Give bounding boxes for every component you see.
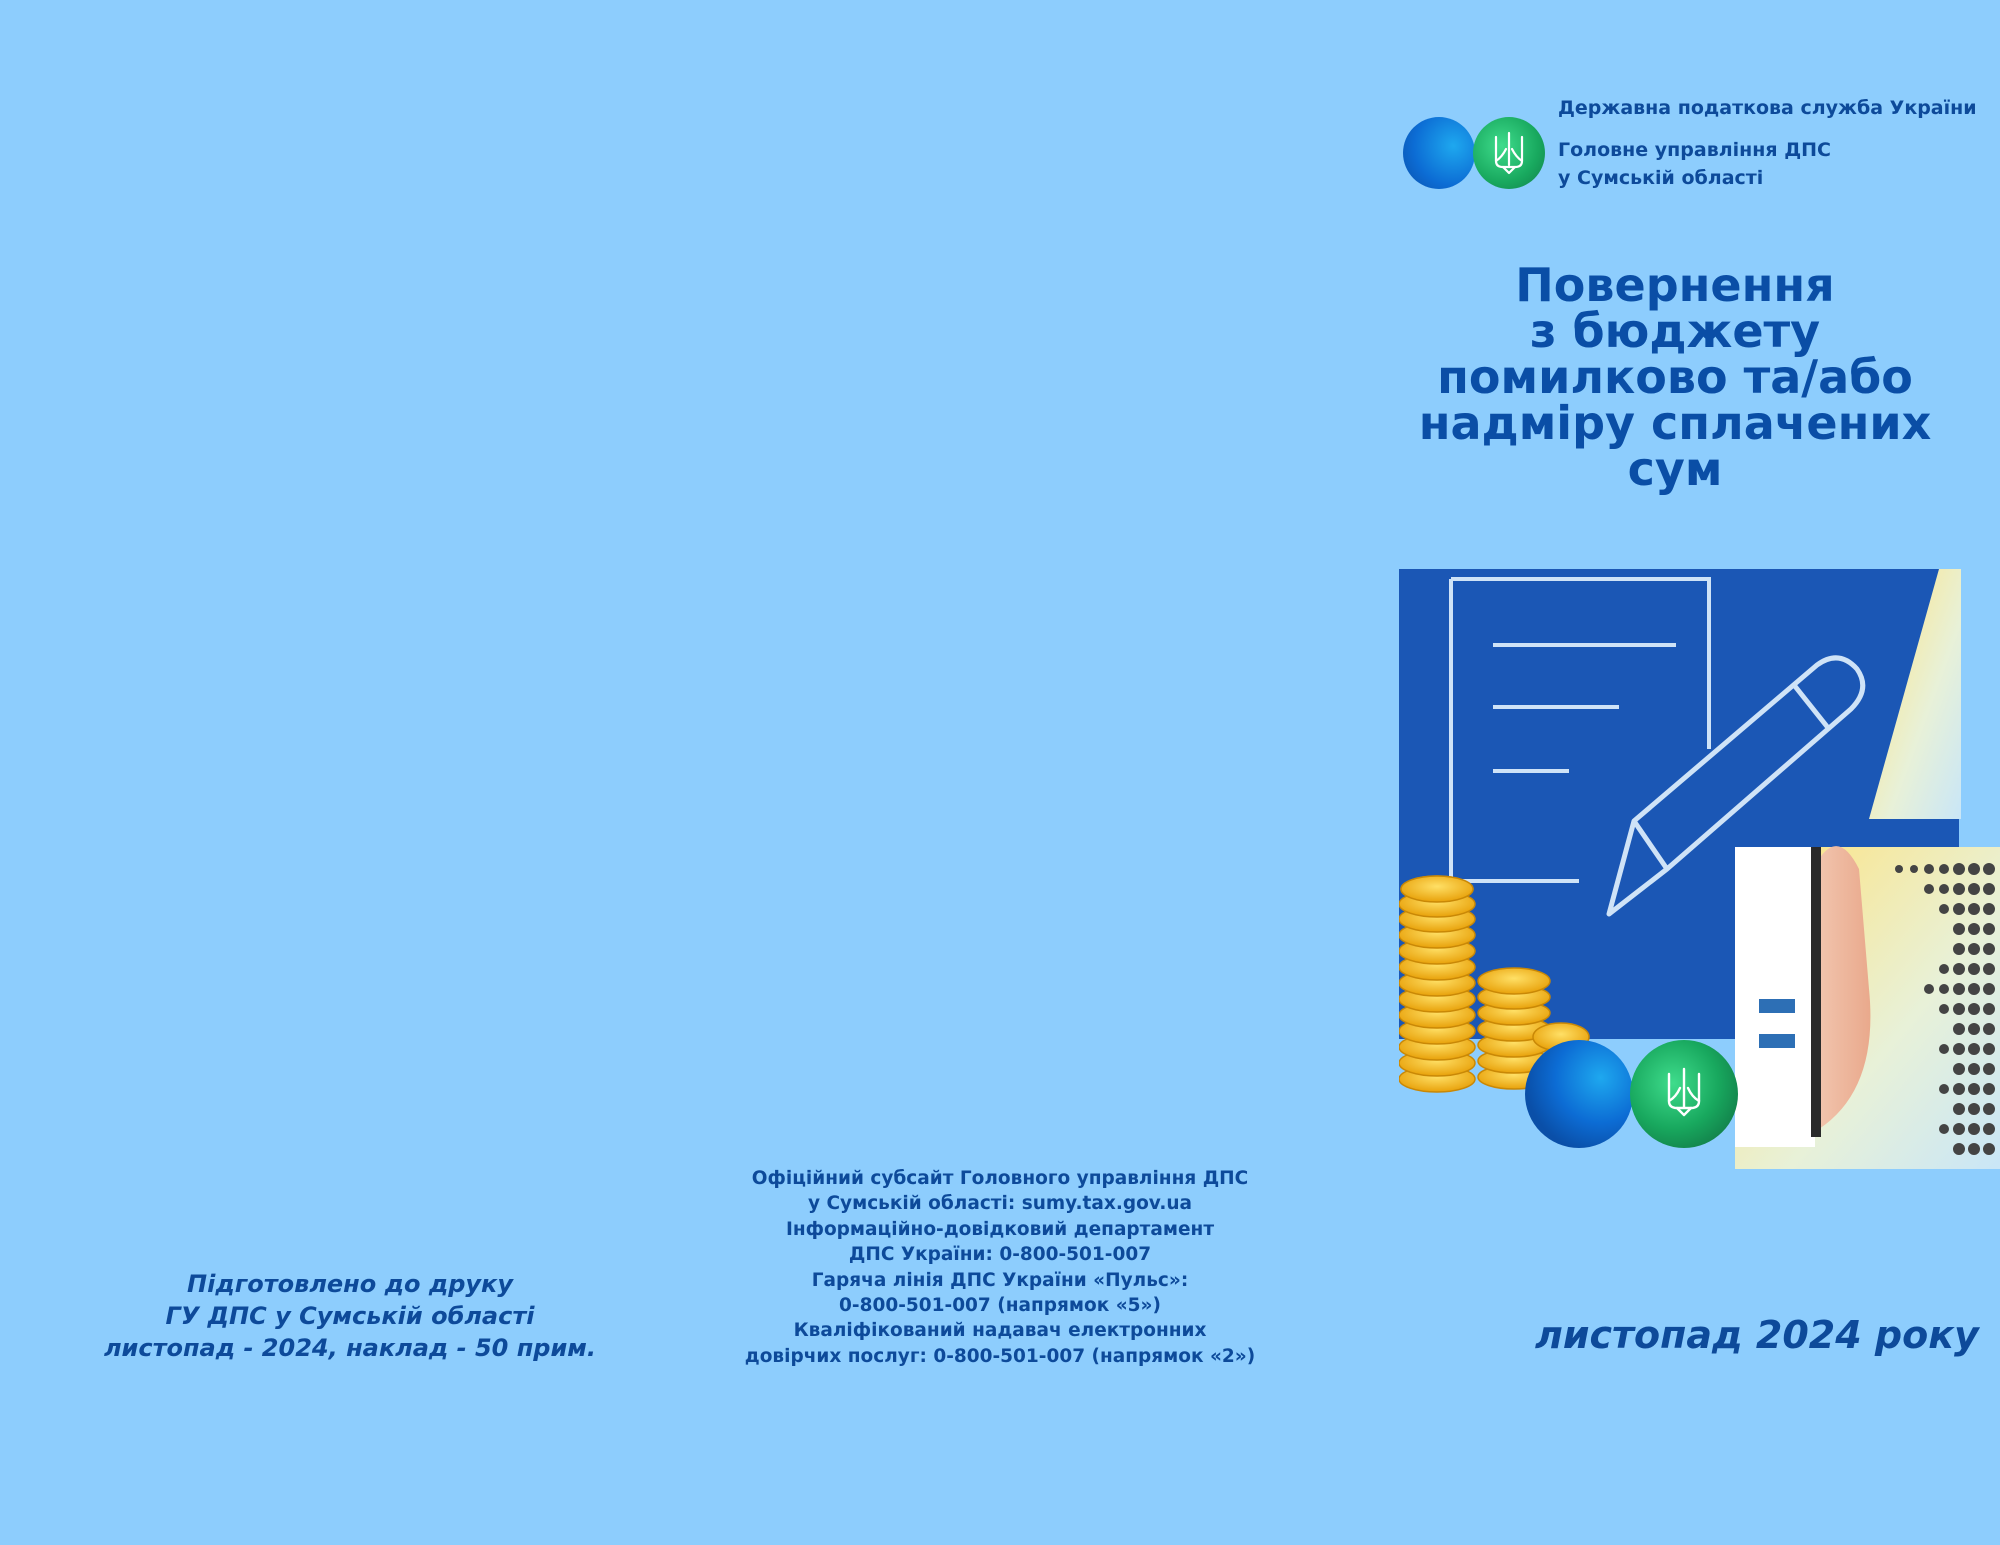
subagency-line: Головне управління ДПС xyxy=(1558,139,1832,161)
contact-line: 0-800-501-007 (напрямок «5») xyxy=(839,1295,1161,1317)
publication-date: листопад 2024 року xyxy=(1535,1313,1979,1357)
contact-line: у Сумській області: sumy.tax.gov.ua xyxy=(807,1193,1193,1215)
title-line: сум xyxy=(1627,442,1723,496)
coins-icon xyxy=(1398,875,1590,1093)
logo-blue-circle xyxy=(1525,1040,1633,1148)
contact-line: Інформаційно-довідковий департамент xyxy=(785,1218,1215,1240)
print-info-line: Підготовлено до друку xyxy=(187,1270,513,1298)
title-line: надміру сплачених xyxy=(1418,396,1932,450)
print-info: Підготовлено до друку ГУ ДПС у Сумській … xyxy=(95,1268,605,1364)
dps-logo xyxy=(1403,117,1545,189)
print-info-line: ГУ ДПС у Сумській області xyxy=(165,1302,535,1330)
title-line: помилково та/або xyxy=(1437,350,1913,404)
brochure-title: Повернення з бюджету помилково та/або на… xyxy=(1395,262,1955,492)
title-line: Повернення xyxy=(1515,258,1835,312)
phone-in-hand xyxy=(1735,846,2000,1169)
contact-line: Офіційний субсайт Головного управління Д… xyxy=(751,1168,1249,1189)
print-info-line: листопад - 2024, наклад - 50 прим. xyxy=(103,1334,597,1362)
logo-green-circle xyxy=(1473,117,1545,189)
contact-info: Офіційний субсайт Головного управління Д… xyxy=(715,1166,1285,1369)
contact-line: Гаряча лінія ДПС України «Пульс»: xyxy=(811,1269,1189,1291)
subagency-name: Головне управління ДПС у Сумській област… xyxy=(1558,136,1831,192)
pen-icon xyxy=(1606,655,1866,917)
document-pen-coins-illustration xyxy=(1398,569,2000,1169)
contact-line: ДПС України: 0-800-501-007 xyxy=(848,1244,1152,1266)
title-line: з бюджету xyxy=(1529,304,1821,358)
logo-blue-circle xyxy=(1403,117,1475,189)
agency-name: Державна податкова служба України xyxy=(1558,97,1977,119)
contact-line: довірчих послуг: 0-800-501-007 (напрямок… xyxy=(744,1345,1256,1367)
trident-icon xyxy=(1667,1067,1701,1117)
contact-line: Кваліфікований надавач електронних xyxy=(793,1320,1207,1342)
subagency-line: у Сумській області xyxy=(1558,167,1764,189)
trident-icon xyxy=(1494,131,1524,175)
